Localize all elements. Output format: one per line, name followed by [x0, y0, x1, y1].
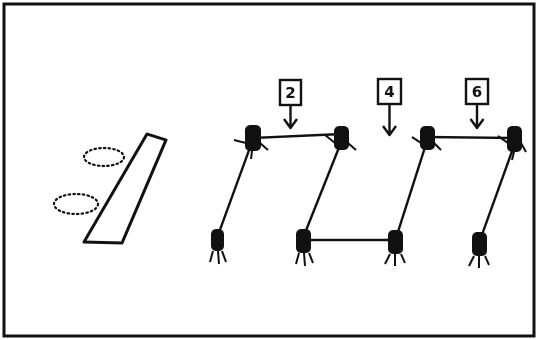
footprint-7	[498, 126, 526, 160]
marker-4: 4	[378, 79, 401, 135]
footprint-4	[296, 229, 313, 266]
dotted-footprint-upper	[84, 148, 124, 166]
footprint-1	[210, 229, 226, 264]
frame-border	[4, 4, 534, 336]
footprint-3	[325, 126, 356, 150]
dotted-footprint-lower	[54, 194, 98, 214]
marker-6: 6	[466, 79, 488, 128]
footprint-8	[469, 232, 489, 268]
marker-2-label: 2	[285, 84, 295, 102]
footprint-2	[234, 125, 268, 159]
marker-4-label: 4	[384, 83, 394, 101]
step-path	[217, 134, 515, 243]
footprint-5	[385, 230, 405, 266]
marker-6-label: 6	[472, 83, 482, 101]
slanted-plank	[84, 134, 166, 243]
marker-2: 2	[280, 80, 301, 128]
